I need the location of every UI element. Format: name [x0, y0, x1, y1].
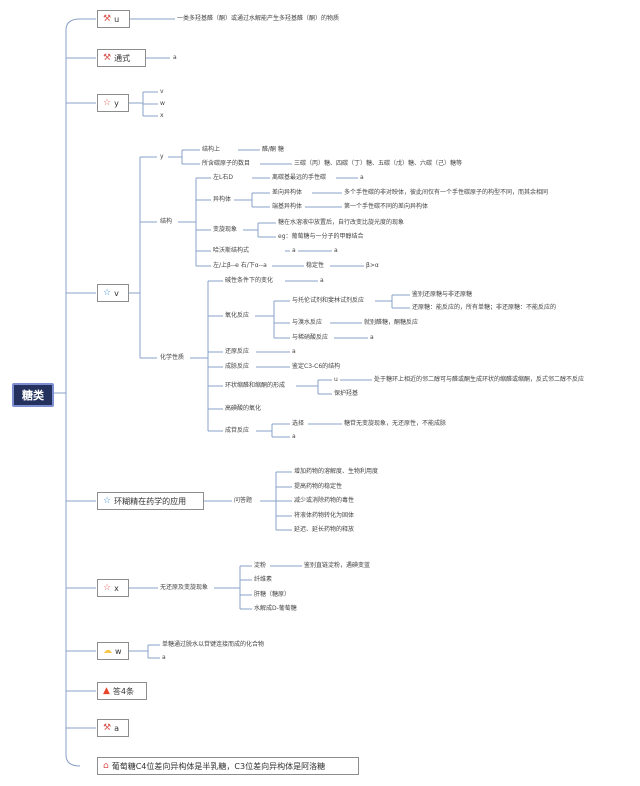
non-reducing-node: 无还原及变旋现象: [160, 584, 209, 591]
reduction-label: 还原反应: [225, 348, 250, 355]
anomer-value: 第一个手性碳不同的差向异构体: [344, 203, 429, 210]
branch-a-label: a: [114, 723, 119, 733]
star-outline-red-icon: ☆: [103, 97, 112, 108]
structure-label: 结构上: [202, 146, 221, 153]
huaxue-node: 化学性质: [160, 354, 185, 361]
jiegou-node: 结构: [160, 218, 173, 225]
haworth-value: a: [292, 247, 296, 254]
star-outline-blue-icon: ☆: [103, 495, 112, 506]
haworth-extra: a: [334, 247, 338, 254]
branch-x-label: x: [114, 583, 119, 593]
glycoside-value: 糖苷无变旋现象，无还原性，不能成脎: [344, 420, 447, 427]
stability-label: 稳定性: [306, 262, 325, 269]
fire-icon: ▲: [103, 685, 110, 696]
nitric-value: a: [370, 334, 374, 341]
periodate-label: 高碘酸的氧化: [225, 405, 262, 412]
star-outline-red-icon: ☆: [103, 582, 112, 593]
starch-label: 淀粉: [254, 562, 267, 569]
tools-icon: ⚒: [103, 722, 112, 733]
w-item: a: [162, 654, 166, 661]
carbon-count-value: 三碳（丙）糖、四碳（丁）糖、五碳（戊）糖、六碳（己）糖等: [294, 160, 463, 167]
starch-value: 鉴别直链淀粉，遇碘变蓝: [304, 562, 371, 569]
house-icon: ⌂: [103, 760, 109, 771]
branch-v-label: v: [114, 288, 119, 298]
carbon-count-label: 所含碳原子的数目: [202, 160, 251, 167]
qa-node: 问答题: [234, 497, 253, 504]
branch-cyclodextrin-label: 环糊精在药学的应用: [114, 496, 187, 506]
branch-y-label: y: [114, 98, 119, 108]
branch-a[interactable]: ⚒ a: [97, 719, 129, 737]
oxidation-label: 氧化反应: [225, 312, 250, 319]
mutarotation-item: 糖在水溶液中放置后，自行改变比旋光度的现象: [278, 219, 405, 226]
branch-u[interactable]: ⚒ u: [97, 10, 130, 28]
y-item: w: [160, 100, 165, 107]
acetal-label: 环状缩醛和缩酮的形成: [225, 382, 286, 389]
nitric-label: 与稀硝酸反应: [292, 334, 329, 341]
reduction-value: a: [292, 348, 296, 355]
cd-item: 减少或消除药物的毒性: [294, 497, 355, 504]
glycogen-label: 肝糖（糖原）: [254, 591, 291, 598]
mutarotation-label: 变旋现象: [213, 226, 238, 233]
osazone-value: 鉴定C3-C6的结构: [292, 363, 341, 370]
branch-tongshi[interactable]: ⚒ 通式: [97, 49, 146, 67]
cloud-icon: ☁: [103, 645, 112, 656]
acetal-item: 保护羟基: [334, 390, 359, 397]
isomer-label: 异构体: [213, 196, 232, 203]
branch-answer4-label: 答4条: [112, 686, 135, 696]
haworth-label: 哈沃斯结构式: [213, 247, 250, 254]
branch-u-desc: 一类多羟基醛（酮）或通过水解能产生多羟基醛（酮）的物质: [177, 15, 340, 22]
y-item: x: [160, 112, 164, 119]
epimer-label: 差向异构体: [272, 189, 303, 196]
ld-extra: a: [360, 174, 364, 181]
branch-cyclodextrin[interactable]: ☆ 环糊精在药学的应用: [97, 492, 204, 510]
bromine-label: 与溴水反应: [292, 319, 323, 326]
hydrolysis-label: 水解成D-葡萄糖: [254, 605, 297, 612]
tollens-item: 鉴别还原糖与非还原糖: [412, 291, 473, 298]
branch-u-label: u: [114, 14, 120, 24]
branch-w[interactable]: ☁ w: [97, 642, 129, 660]
acetal-item: 处于糖环上相近的邻二醇可与醛或酮生成环状的缩醛或缩酮，反式邻二醇不反应: [374, 376, 585, 383]
glycoside-select: 选择: [292, 420, 305, 427]
acetal-u: u: [334, 376, 338, 383]
osazone-label: 成脎反应: [225, 363, 250, 370]
glycoside-label: 成苷反应: [225, 427, 250, 434]
cd-item: 增加药物的溶解度、生物利用度: [294, 468, 379, 475]
ld-label: 左L右D: [213, 174, 233, 181]
epimer-value: 多个手性碳的非对映体，彼此间仅有一个手性碳原子的构型不同，而其余相同: [344, 189, 549, 196]
branch-epimer-note[interactable]: ⌂ 葡萄糖C4位差向异构体是半乳糖，C3位差向异构体是阿洛糖: [97, 757, 359, 775]
cd-item: 延迟、延长药物的释放: [294, 526, 355, 533]
ld-value: 离碳基最远的手性碳: [272, 174, 327, 181]
mutarotation-item: eg：葡萄糖与一分子的甲醇结合: [278, 233, 364, 240]
cellulose-label: 纤维素: [254, 576, 273, 583]
alkaline-label: 碱性条件下的变化: [225, 277, 274, 284]
tools-icon: ⚒: [103, 52, 112, 63]
root-node[interactable]: 糖类: [12, 383, 54, 407]
bromine-value: 就别醛糖，酮糖反应: [364, 319, 419, 326]
branch-w-label: w: [115, 646, 122, 656]
stability-value: β>α: [366, 262, 379, 269]
branch-x[interactable]: ☆ x: [97, 579, 129, 597]
v-y-node: y: [160, 153, 164, 160]
branch-answer4[interactable]: ▲ 答4条: [97, 682, 147, 700]
w-item: 单糖通过脱水以苷键连接而成的化合物: [162, 641, 265, 648]
branch-epimer-note-label: 葡萄糖C4位差向异构体是半乳糖，C3位差向异构体是阿洛糖: [111, 761, 326, 771]
star-outline-blue-icon: ☆: [103, 287, 112, 298]
tongshi-value: a: [173, 54, 177, 61]
tools-icon: ⚒: [103, 13, 112, 24]
cd-item: 提高药物的稳定性: [294, 483, 343, 490]
y-item: v: [160, 88, 164, 95]
anomer-label: 端基异构体: [272, 203, 303, 210]
branch-y[interactable]: ☆ y: [97, 94, 129, 112]
alkaline-value: a: [320, 277, 324, 284]
tollens-item: 还原糖：能反应的，所有单糖；非还原糖：不能反应的: [412, 304, 557, 311]
tollens-label: 与托伦试剂和斐林试剂反应: [292, 297, 365, 304]
structure-value: 醛/酮 糖: [262, 146, 284, 153]
branch-tongshi-label: 通式: [114, 53, 131, 63]
ea-label: 左/上β--e 右/下α--a: [213, 262, 267, 269]
cd-item: 将液体药物转化为固体: [294, 512, 355, 519]
branch-v[interactable]: ☆ v: [97, 284, 129, 302]
glycoside-extra: a: [292, 433, 296, 440]
